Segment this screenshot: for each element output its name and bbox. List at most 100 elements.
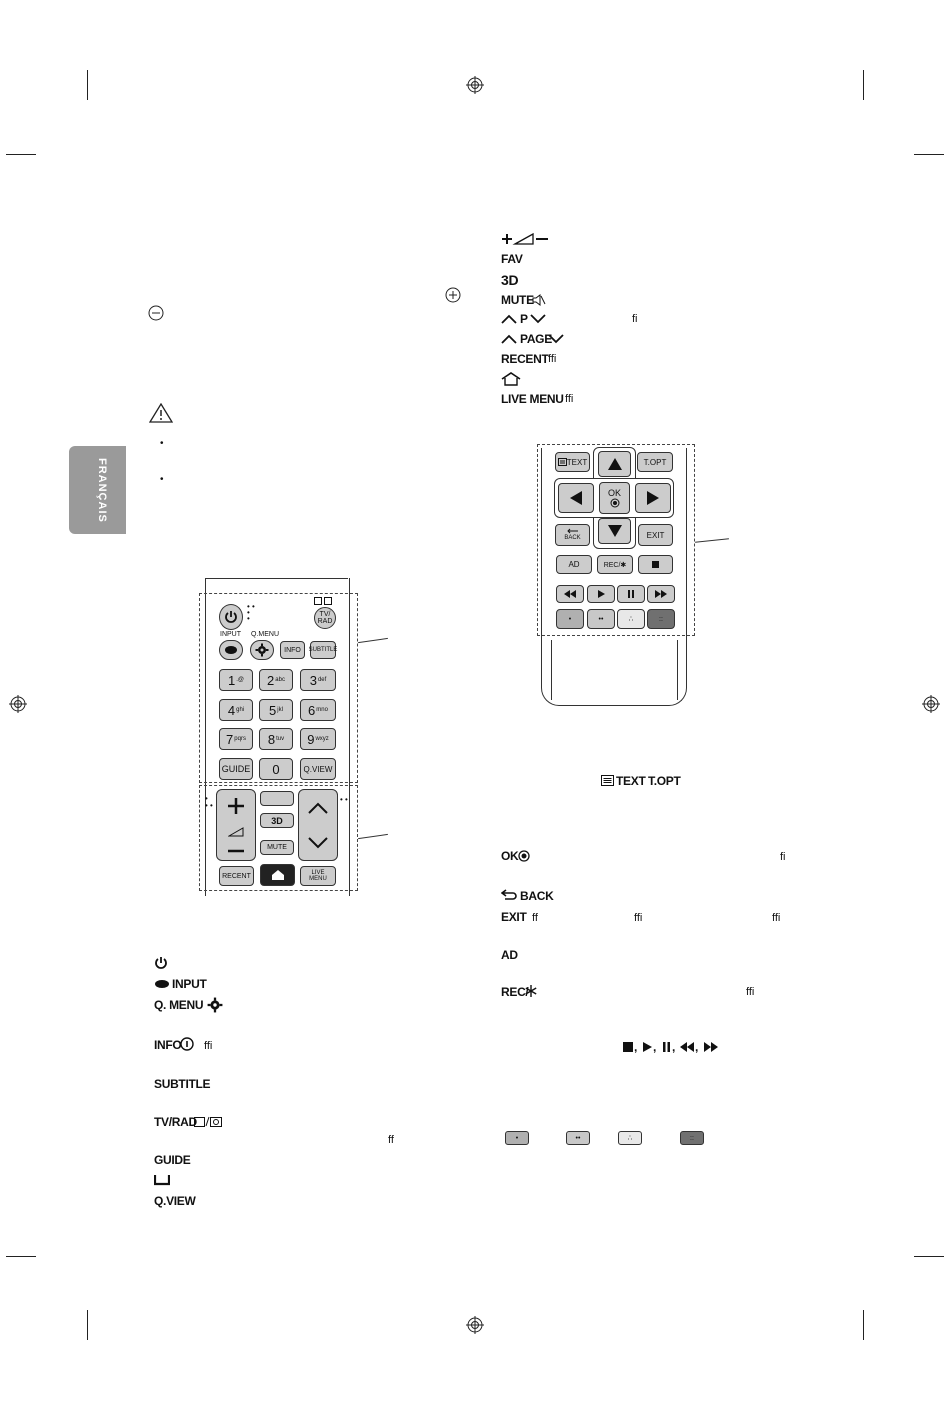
- ad-label: AD: [501, 948, 518, 962]
- fav-button[interactable]: [260, 791, 294, 806]
- bullet: •: [160, 474, 164, 485]
- info-button[interactable]: INFO: [280, 641, 305, 659]
- topt-button[interactable]: T.OPT: [637, 452, 673, 472]
- tv-radio-icon: [314, 597, 332, 605]
- fast-forward-icon: [704, 1042, 718, 1052]
- back-icon: [501, 889, 517, 900]
- callout-line: [695, 538, 729, 543]
- exit-button[interactable]: EXIT: [638, 524, 673, 546]
- crop-mark: [87, 70, 88, 100]
- down-arrow-button[interactable]: [598, 518, 631, 544]
- volume-rocker[interactable]: [216, 789, 256, 861]
- input-icon: [225, 646, 237, 654]
- number-key-letters: tuv: [276, 736, 285, 742]
- 3d-label: 3D: [501, 272, 519, 288]
- exit-label: EXIT: [501, 910, 527, 924]
- number-key-1[interactable]: 1.@: [219, 669, 253, 691]
- tvrad-note: ff: [388, 1134, 394, 1146]
- zero-label: 0: [272, 761, 280, 777]
- gear-icon: [207, 997, 223, 1013]
- ok-button[interactable]: OK: [599, 482, 630, 514]
- indicator-dots: • •: [340, 795, 348, 804]
- play-icon: [598, 590, 605, 598]
- channel-rocker[interactable]: [298, 789, 338, 861]
- ad-label: AD: [568, 560, 580, 569]
- tv-rad-button[interactable]: TV/RAD: [314, 607, 336, 629]
- input-caption: INPUT: [220, 631, 241, 638]
- guide-button[interactable]: GUIDE: [219, 758, 253, 780]
- number-key-digit: 7: [226, 731, 234, 747]
- rec-label: REC/✱: [603, 561, 627, 569]
- qview-label: Q.VIEW: [303, 764, 333, 774]
- zero-button[interactable]: 0: [259, 758, 293, 780]
- bullet: •: [160, 438, 164, 449]
- power-icon: [155, 957, 167, 969]
- number-key-digit: 6: [308, 702, 316, 718]
- rewind-icon: [680, 1042, 694, 1052]
- volume-icon: [228, 827, 244, 837]
- back-button[interactable]: BACK: [555, 524, 590, 546]
- rewind-button[interactable]: [556, 585, 584, 603]
- subtitle-label: SUBTITLE: [154, 1077, 211, 1091]
- mute-button[interactable]: MUTE: [260, 840, 294, 855]
- qmenu-button[interactable]: [250, 640, 274, 660]
- language-label: FRANÇAIS: [96, 457, 108, 523]
- topt-label: T.OPT: [648, 774, 681, 788]
- play-icon: [643, 1042, 652, 1052]
- exit-note-1: ff: [532, 912, 538, 924]
- power-button[interactable]: [219, 604, 243, 630]
- qview-button[interactable]: Q.VIEW: [300, 758, 336, 780]
- ad-button[interactable]: AD: [556, 555, 592, 574]
- callout-box: [537, 444, 695, 636]
- green-button[interactable]: ••: [587, 609, 615, 629]
- home-button[interactable]: [260, 864, 295, 886]
- mute-label: MUTE: [501, 293, 534, 307]
- plus-circle-icon: [445, 287, 461, 303]
- qmenu-caption: Q.MENU: [251, 631, 279, 638]
- tv-radio-icon: [194, 1116, 222, 1127]
- input-button[interactable]: [219, 640, 243, 660]
- text-icon: [557, 458, 567, 466]
- separator: ,: [695, 1040, 699, 1054]
- topt-label: T.OPT: [643, 457, 667, 467]
- green-key-icon: ••: [566, 1131, 590, 1145]
- minus-circle-icon: [148, 305, 164, 321]
- red-button[interactable]: •: [556, 609, 584, 629]
- fast-forward-button[interactable]: [647, 585, 675, 603]
- pause-button[interactable]: [617, 585, 645, 603]
- guide-label: GUIDE: [221, 764, 251, 774]
- text-button[interactable]: TEXT: [555, 452, 590, 472]
- stop-button[interactable]: [638, 555, 673, 574]
- live-menu-label: LIVE MENU: [501, 392, 564, 406]
- crop-mark: [914, 1256, 944, 1257]
- 3d-button[interactable]: 3D: [260, 813, 294, 828]
- rec-button[interactable]: REC/✱: [597, 555, 633, 574]
- crop-mark: [6, 1256, 36, 1257]
- remote-contour: [677, 640, 678, 700]
- up-arrow-button[interactable]: [598, 451, 631, 477]
- crop-mark: [6, 154, 36, 155]
- subtitle-button[interactable]: SUBTITLE: [309, 641, 337, 659]
- back-icon: [566, 528, 578, 534]
- registration-mark-icon: [466, 76, 484, 94]
- input-label: INPUT: [172, 977, 207, 991]
- left-arrow-button[interactable]: [558, 483, 594, 513]
- 3d-label: 3D: [271, 815, 283, 826]
- right-arrow-button[interactable]: [635, 483, 671, 513]
- blue-button[interactable]: ::: [647, 609, 675, 629]
- number-key-letters: .@: [236, 677, 244, 683]
- yellow-button[interactable]: ∴: [617, 609, 645, 629]
- play-button[interactable]: [587, 585, 615, 603]
- recent-button[interactable]: RECENT: [219, 866, 254, 886]
- exit-note-2: ffi: [634, 912, 643, 924]
- remote-top-edge: [205, 578, 348, 579]
